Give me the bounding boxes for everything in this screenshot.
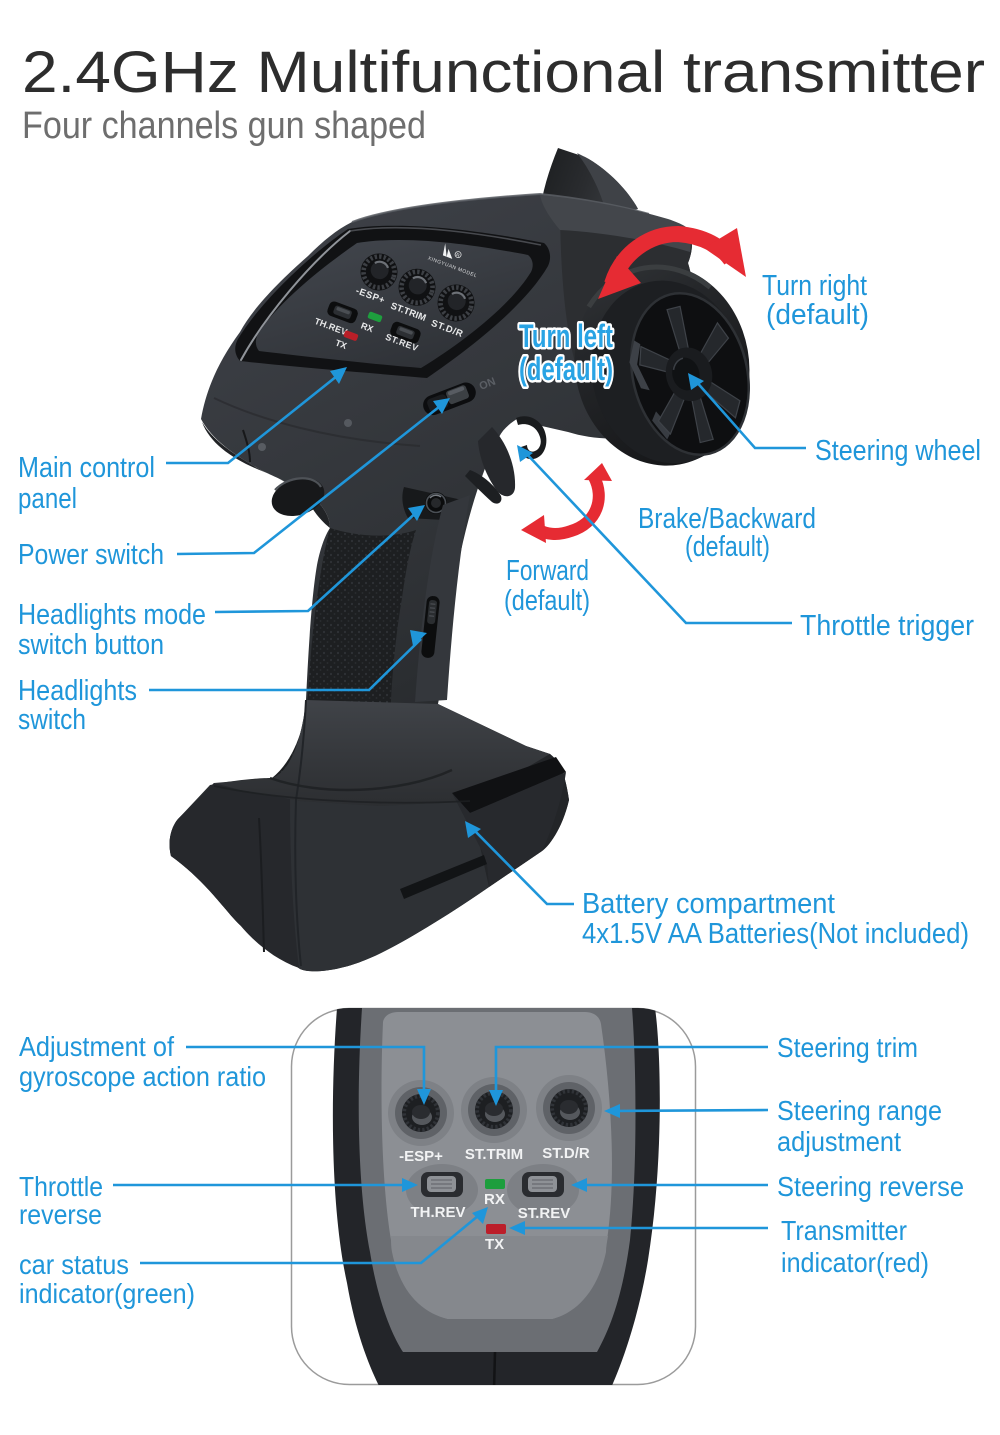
- svg-text:TX: TX: [485, 1236, 504, 1253]
- svg-text:Throttle trigger: Throttle trigger: [800, 610, 974, 642]
- svg-text:(default): (default): [519, 351, 613, 387]
- svg-text:Headlights: Headlights: [18, 675, 137, 707]
- svg-text:Headlights mode: Headlights mode: [18, 599, 206, 631]
- svg-text:Adjustment of: Adjustment of: [19, 1031, 174, 1062]
- svg-text:Forward: Forward: [506, 555, 589, 587]
- svg-text:ST.D/R: ST.D/R: [542, 1145, 590, 1162]
- svg-text:car status: car status: [19, 1249, 129, 1280]
- svg-text:ON: ON: [478, 376, 498, 393]
- svg-text:switch button: switch button: [18, 629, 164, 661]
- svg-text:indicator(green): indicator(green): [19, 1278, 195, 1309]
- svg-text:ST.TRIM: ST.TRIM: [465, 1146, 523, 1163]
- svg-text:panel: panel: [18, 483, 77, 515]
- svg-text:(default): (default): [685, 531, 770, 563]
- svg-text:TX: TX: [334, 338, 348, 351]
- svg-text:RX: RX: [484, 1191, 505, 1208]
- svg-text:Four channels gun shaped: Four channels gun shaped: [22, 105, 426, 147]
- svg-text:Turn right: Turn right: [762, 270, 867, 302]
- svg-text:switch: switch: [18, 704, 86, 736]
- svg-text:reverse: reverse: [19, 1199, 102, 1230]
- svg-text:Steering range: Steering range: [777, 1095, 942, 1126]
- svg-text:Main control: Main control: [18, 452, 155, 484]
- svg-text:2.4GHz Multifunctional transmi: 2.4GHz Multifunctional transmitter: [22, 40, 985, 105]
- svg-text:Transmitter: Transmitter: [781, 1215, 907, 1246]
- svg-text:-ESP+: -ESP+: [399, 1148, 443, 1165]
- svg-text:TH.REV: TH.REV: [410, 1204, 465, 1221]
- svg-text:Battery compartment: Battery compartment: [582, 888, 835, 920]
- svg-text:R: R: [455, 252, 460, 258]
- svg-text:4x1.5V AA Batteries(Not includ: 4x1.5V AA Batteries(Not included): [582, 918, 969, 950]
- svg-text:Power switch: Power switch: [18, 539, 164, 571]
- svg-text:Throttle: Throttle: [19, 1171, 103, 1202]
- svg-text:adjustment: adjustment: [777, 1126, 901, 1157]
- svg-text:Turn left: Turn left: [519, 318, 613, 354]
- svg-text:(default): (default): [504, 585, 590, 617]
- svg-text:Steering trim: Steering trim: [777, 1032, 918, 1063]
- svg-text:indicator(red): indicator(red): [781, 1247, 929, 1278]
- svg-text:Brake/Backward: Brake/Backward: [638, 503, 816, 535]
- svg-text:ST.REV: ST.REV: [518, 1205, 571, 1222]
- svg-text:gyroscope action ratio: gyroscope action ratio: [19, 1061, 266, 1092]
- svg-text:RX: RX: [360, 320, 375, 334]
- svg-text:Steering wheel: Steering wheel: [815, 435, 981, 467]
- svg-text:Steering reverse: Steering reverse: [777, 1171, 964, 1202]
- svg-text:(default): (default): [766, 299, 869, 331]
